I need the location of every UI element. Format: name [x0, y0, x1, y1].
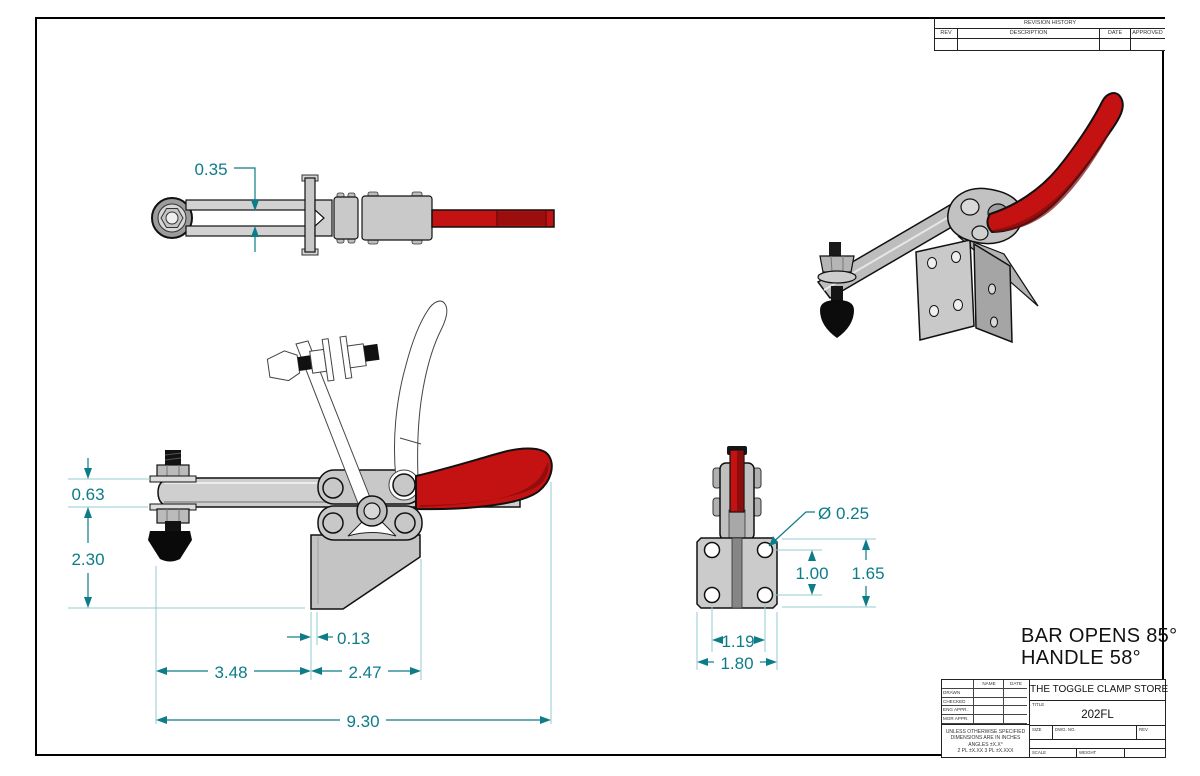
dim-overall-length-value: 9.30: [346, 712, 379, 731]
bar-opens-note: BAR OPENS 85°: [1021, 625, 1178, 647]
title-label: TITLE: [1032, 702, 1045, 707]
scale-label: SCALE: [1030, 748, 1077, 757]
dwg-no-label: DWG. NO.: [1053, 726, 1137, 740]
approval-row-eng: ENG APPR.: [942, 706, 974, 716]
approval-name-header: NAME: [974, 680, 1004, 689]
front-view: [696, 446, 778, 609]
dim-arm-height-value: 0.63: [71, 485, 104, 504]
dim-base-width-value: 1.80: [720, 654, 753, 673]
revision-col-rev: REV: [935, 29, 958, 38]
side-view: [148, 300, 553, 610]
dim-plate-offset-value: 0.13: [337, 629, 370, 648]
dim-left-length-value: 3.48: [214, 663, 247, 682]
clamp-tip: [148, 531, 192, 562]
dim-hole-diameter-value: Ø 0.25: [818, 504, 869, 523]
size-label: SIZE: [1030, 726, 1053, 740]
revision-history-table: REVISION HISTORY REV DESCRIPTION DATE AP…: [934, 17, 1165, 51]
weight-label: WEIGHT: [1077, 748, 1125, 757]
top-view: [151, 174, 555, 256]
approval-date-header: DATE: [1004, 680, 1027, 689]
phantom-handle: [393, 300, 448, 480]
approval-row-mgr: MGR APPR.: [942, 715, 974, 724]
dim-top-thickness-value: 0.35: [194, 160, 227, 179]
title-block: NAME DATE DRAWN CHECKED ENG APPR. MGR AP…: [941, 679, 1168, 758]
handle-side-view: [415, 447, 553, 511]
handle-angle-note: HANDLE 58°: [1021, 647, 1141, 669]
revision-empty-row: [935, 39, 1165, 50]
tolerance-notes: UNLESS OTHERWISE SPECIFIED DIMENSIONS AR…: [942, 725, 1029, 757]
clamp-tip-isometric: [820, 300, 854, 338]
front-view-dimensions: Ø 0.25 1.00 1.65 1.19 1.80: [696, 504, 885, 673]
isometric-view: [816, 92, 1124, 344]
rev-label: REV: [1139, 727, 1148, 733]
dimension-top-thickness: 0.35: [194, 160, 259, 252]
dim-hole-spacing-y-value: 1.00: [795, 564, 828, 583]
dim-base-height-value: 1.65: [851, 564, 884, 583]
side-view-dimensions: 0.63 2.30 0.13 3.48 2.47 9.30: [68, 458, 552, 731]
tolerance-line-1: UNLESS OTHERWISE SPECIFIED: [945, 729, 1026, 735]
company-name: THE TOGGLE CLAMP STORE: [1030, 680, 1168, 701]
revision-col-approved: APPROVED: [1132, 30, 1163, 36]
dim-right-length-value: 2.47: [348, 663, 381, 682]
title-block-empty-row: [1030, 740, 1165, 749]
tolerance-line-2: DIMENSIONS ARE IN INCHES: [950, 735, 1021, 742]
revision-history-title: REVISION HISTORY: [935, 19, 1165, 29]
tolerance-line-3: ANGLES ±X.X°: [968, 741, 1003, 748]
drawing-number: 202FL: [1081, 709, 1114, 721]
dim-hole-spacing-x-value: 1.19: [721, 632, 754, 651]
approval-row-drawn: DRAWN: [942, 688, 974, 698]
handle-isometric: [986, 92, 1124, 234]
drawing-frame: [35, 17, 1164, 756]
revision-col-description: DESCRIPTION: [958, 29, 1100, 38]
tolerance-line-4: 2 PL ±X.XX 3 PL ±X.XXX: [957, 748, 1014, 755]
phantom-spindle: [266, 335, 380, 382]
dim-spindle-drop-value: 2.30: [71, 550, 104, 569]
revision-col-date: DATE: [1100, 29, 1131, 38]
angle-annotations: BAR OPENS 85° HANDLE 58°: [1021, 625, 1177, 669]
approval-table: NAME DATE DRAWN CHECKED ENG APPR. MGR AP…: [942, 680, 1029, 725]
approval-row-checked: CHECKED: [942, 697, 974, 707]
